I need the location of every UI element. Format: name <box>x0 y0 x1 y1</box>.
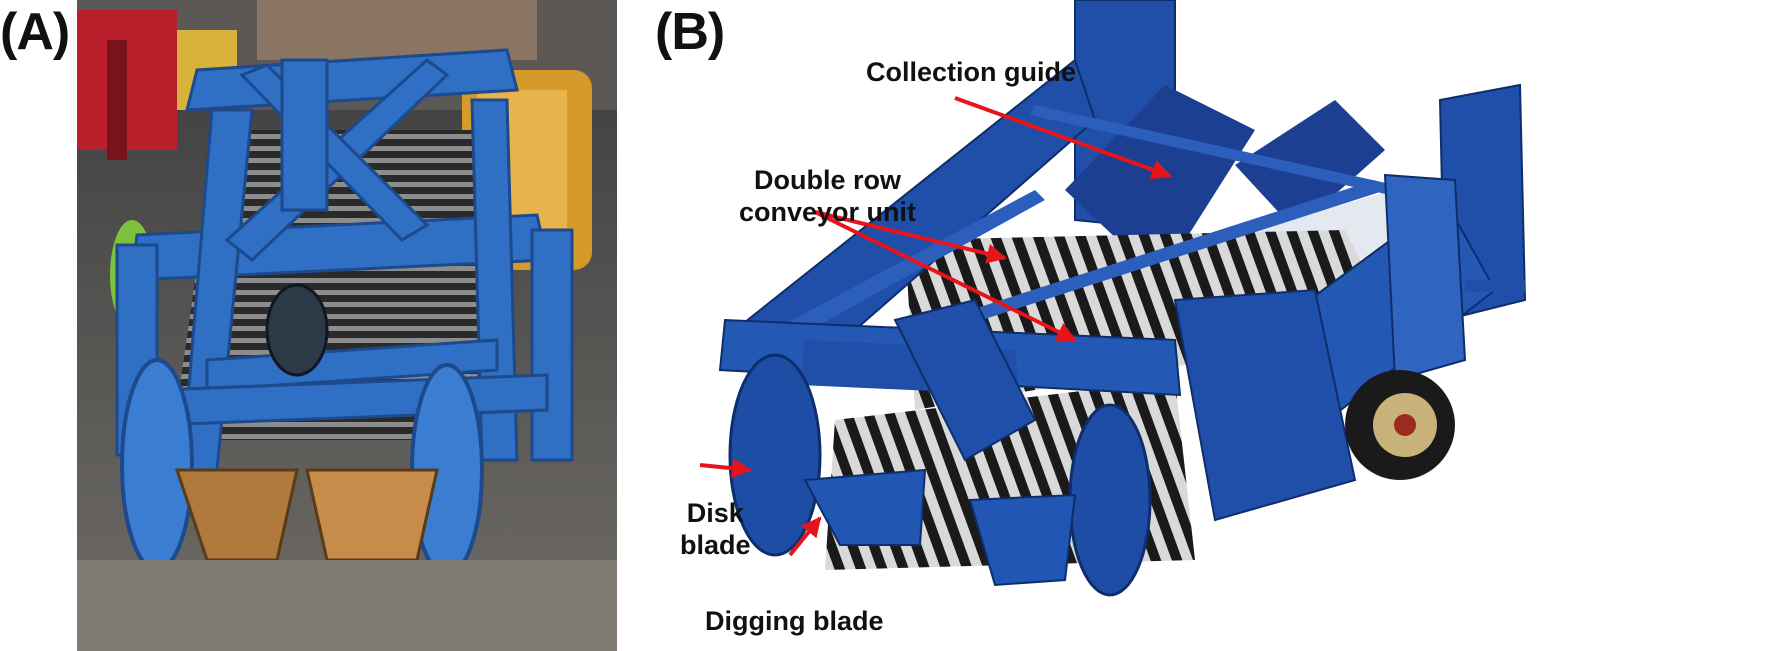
callout-disk-line2: blade <box>680 530 751 561</box>
callout-conveyor-line2: conveyor unit <box>739 197 917 228</box>
callout-disk-blade: Disk blade <box>680 497 751 562</box>
arrow-disk-blade <box>699 458 752 479</box>
collection-guide-plate <box>1065 85 1255 280</box>
digging-blade-right <box>305 468 439 562</box>
harvester-cad-illustration <box>699 0 1527 597</box>
disk-blade-left <box>120 358 194 572</box>
harvester-photo-illustration <box>77 0 617 651</box>
callout-conveyor-line1: Double row <box>754 165 902 195</box>
arrow-conveyor-upper <box>814 210 1007 264</box>
arrow-collection-guide <box>954 96 1172 180</box>
callout-conveyor-unit: Double row conveyor unit <box>739 164 916 229</box>
arrow-digging-blade <box>788 516 822 557</box>
digging-blade <box>803 468 927 546</box>
harvester-cad-render <box>655 0 1765 651</box>
panel-label-a: (A) <box>0 3 70 61</box>
arrow-conveyor-lower <box>814 210 1077 342</box>
callout-collection-guide: Collection guide <box>866 57 1077 87</box>
panel-label-b: (B) <box>655 3 725 61</box>
callout-disk-line1: Disk <box>686 498 744 528</box>
callout-digging-blade: Digging blade <box>705 606 884 636</box>
disk-blade <box>728 353 822 557</box>
harvester-photo <box>77 0 617 651</box>
